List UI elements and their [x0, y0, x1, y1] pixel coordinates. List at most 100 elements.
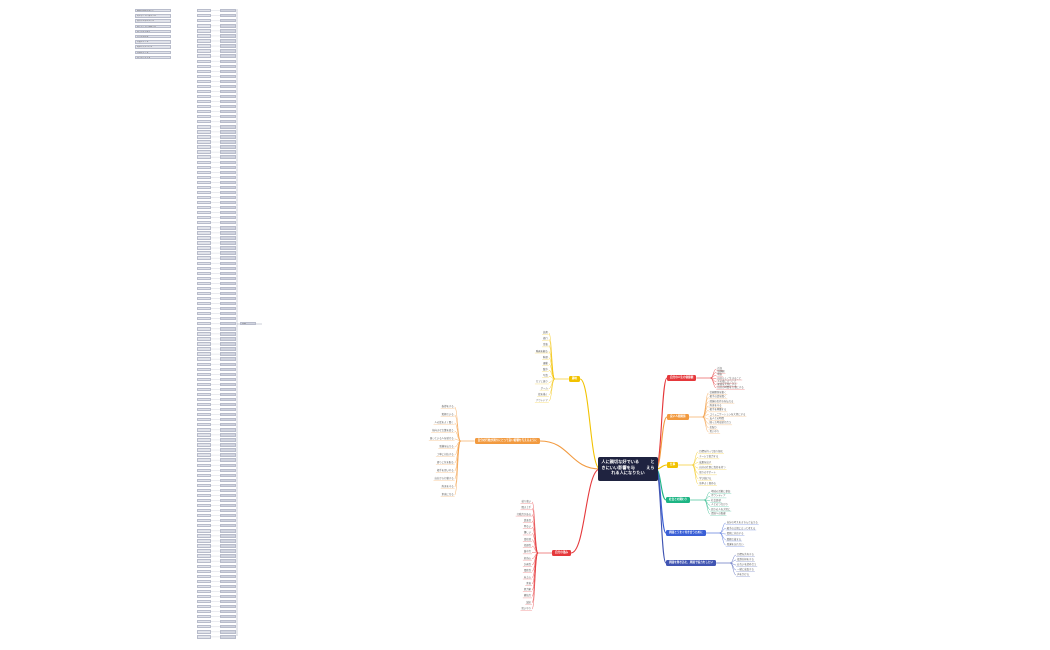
collapsed-row-109-1[interactable]: [220, 559, 236, 563]
leaf-green-2[interactable]: 社会貢献: [711, 498, 721, 502]
collapsed-row-57-1[interactable]: [220, 296, 236, 301]
collapsed-row-34-1[interactable]: [220, 180, 236, 185]
collapsed-row-2-1[interactable]: [220, 19, 236, 23]
collapsed-row-105-1[interactable]: [220, 539, 236, 543]
collapsed-row-56-1[interactable]: [220, 291, 236, 296]
collapsed-row-104-1[interactable]: [220, 534, 236, 538]
collapsed-row-64-0[interactable]: [197, 332, 211, 336]
leaf-indigo-0[interactable]: 目標を共有する: [737, 553, 754, 556]
collapsed-row-114-0[interactable]: [197, 584, 211, 589]
collapsed-row-23-1[interactable]: [220, 125, 236, 129]
leaf-red-4[interactable]: 人の役に立つこと: [717, 379, 737, 383]
collapsed-row-65-0[interactable]: [197, 337, 211, 341]
collapsed-row-37-0[interactable]: [197, 195, 211, 200]
leaf-red-l-12[interactable]: 向上心: [523, 575, 532, 579]
collapsed-row-25-0[interactable]: [197, 135, 211, 139]
collapsed-row-124-0[interactable]: [197, 635, 211, 639]
collapsed-row-123-1[interactable]: [220, 630, 236, 634]
leaf-green-4[interactable]: 周りの人を大切に: [711, 507, 731, 511]
collapsed-row-48-1[interactable]: [220, 251, 236, 255]
collapsed-row-80-0[interactable]: [197, 413, 211, 417]
collapsed-row-5-0[interactable]: [197, 34, 211, 38]
collapsed-row-55-1[interactable]: [220, 286, 236, 291]
leaf-yellow-l-10[interactable]: 絵を描く: [538, 392, 548, 396]
collapsed-row-89-1[interactable]: [220, 458, 236, 462]
leaf-yellow-1[interactable]: チームで協力する: [699, 455, 719, 459]
collapsed-row-50-0[interactable]: [197, 261, 211, 265]
leaf-red-l-2[interactable]: 行動力がある: [516, 512, 532, 516]
collapsed-row-84-1[interactable]: [220, 433, 236, 437]
collapsed-row-55-0[interactable]: [197, 286, 211, 291]
leaf-green-3[interactable]: 人とのつながり: [711, 503, 728, 507]
collapsed-row-29-0[interactable]: [197, 155, 211, 159]
collapsed-row-73-1[interactable]: [220, 377, 236, 382]
leaf-orange-3[interactable]: 約束を守る: [709, 404, 722, 407]
collapsed-row-3-0[interactable]: [197, 24, 211, 28]
collapsed-row-114-1[interactable]: [220, 584, 236, 589]
collapsed-row-119-1[interactable]: [220, 609, 236, 614]
collapsed-row-9-0[interactable]: [197, 54, 211, 58]
leaf-red-l-9[interactable]: 好奇心: [523, 556, 532, 560]
leaf-orange-l-1[interactable]: 笑顔でいる: [441, 413, 454, 416]
collapsed-row-118-0[interactable]: [197, 604, 211, 609]
leaf-red-l-6[interactable]: 責任感: [523, 537, 532, 541]
collapsed-row-62-0[interactable]: [197, 322, 211, 326]
leaf-orange-l-2[interactable]: 人の話をよく聞く: [434, 421, 454, 424]
collapsed-row-45-1[interactable]: [220, 236, 236, 240]
collapsed-row-26-1[interactable]: [220, 140, 236, 144]
leaf-orange-l-3[interactable]: 前向きな言葉を使う: [432, 429, 454, 432]
leaf-blue-0[interactable]: 自分の考えをきちんと伝える: [726, 521, 758, 524]
collapsed-row-93-1[interactable]: [220, 478, 236, 483]
collapsed-row-15-1[interactable]: [220, 84, 236, 89]
collapsed-row-44-1[interactable]: [220, 231, 236, 235]
collapsed-row-83-0[interactable]: [197, 428, 211, 432]
collapsed-row-47-1[interactable]: [220, 246, 236, 250]
collapsed-row-63-0[interactable]: [197, 327, 211, 331]
collapsed-row-116-0[interactable]: [197, 594, 211, 599]
collapsed-row-95-0[interactable]: [197, 488, 211, 493]
collapsed-row-32-0[interactable]: [197, 170, 211, 174]
collapsed-row-47-0[interactable]: [197, 246, 211, 250]
collapsed-row-88-0[interactable]: [197, 453, 211, 457]
collapsed-row-60-0[interactable]: [197, 312, 211, 316]
collapsed-row-74-1[interactable]: [220, 382, 236, 387]
leaf-red-6[interactable]: 自分の時間を大事にする: [717, 386, 744, 389]
leaf-orange-0[interactable]: 信頼関係を築く: [709, 391, 727, 394]
leaf-indigo-4[interactable]: 声をかける: [737, 573, 750, 576]
leaf-orange-l-4[interactable]: 困っている人を助ける: [429, 437, 454, 440]
collapsed-row-43-1[interactable]: [220, 226, 236, 230]
leaf-green-0[interactable]: 地域の活動に参加: [711, 490, 731, 493]
collapsed-row-31-0[interactable]: [197, 165, 211, 169]
collapsed-row-68-1[interactable]: [220, 352, 236, 356]
collapsed-row-96-0[interactable]: [197, 493, 211, 498]
collapsed-row-11-0[interactable]: [197, 64, 211, 68]
leaf-red-l-11[interactable]: 柔軟性: [523, 569, 532, 573]
leaf-yellow-l-6[interactable]: 散歩: [543, 368, 548, 372]
collapsed-row-81-1[interactable]: [220, 418, 236, 422]
collapsed-row-64-1[interactable]: [220, 332, 236, 336]
collapsed-row-54-1[interactable]: [220, 281, 236, 286]
leaf-yellow-l-0[interactable]: 読書: [543, 331, 548, 334]
collapsed-row-52-0[interactable]: [197, 271, 211, 275]
grey-item-3[interactable]: 新しいことに挑戦する: [135, 24, 171, 28]
collapsed-row-94-1[interactable]: [220, 483, 236, 488]
collapsed-row-59-1[interactable]: [220, 306, 236, 311]
collapsed-row-101-1[interactable]: [220, 519, 236, 523]
leaf-blue-4[interactable]: 感謝を忘れない: [726, 543, 744, 546]
collapsed-row-49-1[interactable]: [220, 256, 236, 260]
collapsed-row-76-1[interactable]: [220, 392, 236, 397]
collapsed-row-45-0[interactable]: [197, 236, 211, 240]
leaf-indigo-2[interactable]: お互いを認め合う: [737, 563, 757, 566]
leaf-red-2[interactable]: 将来: [717, 373, 723, 377]
collapsed-row-93-0[interactable]: [197, 478, 211, 483]
collapsed-row-10-1[interactable]: [220, 59, 236, 63]
collapsed-row-100-0[interactable]: [197, 514, 211, 518]
collapsed-row-28-1[interactable]: [220, 150, 236, 154]
collapsed-row-99-0[interactable]: [197, 508, 211, 513]
collapsed-row-53-0[interactable]: [197, 276, 211, 281]
grey-item-9[interactable]: 振り返りをする: [135, 55, 171, 60]
leaf-red-l-8[interactable]: 集中力: [523, 550, 532, 554]
collapsed-row-13-0[interactable]: [197, 74, 211, 79]
topic-t_yellow_l[interactable]: 趣味: [568, 376, 580, 382]
collapsed-row-13-1[interactable]: [220, 74, 236, 79]
